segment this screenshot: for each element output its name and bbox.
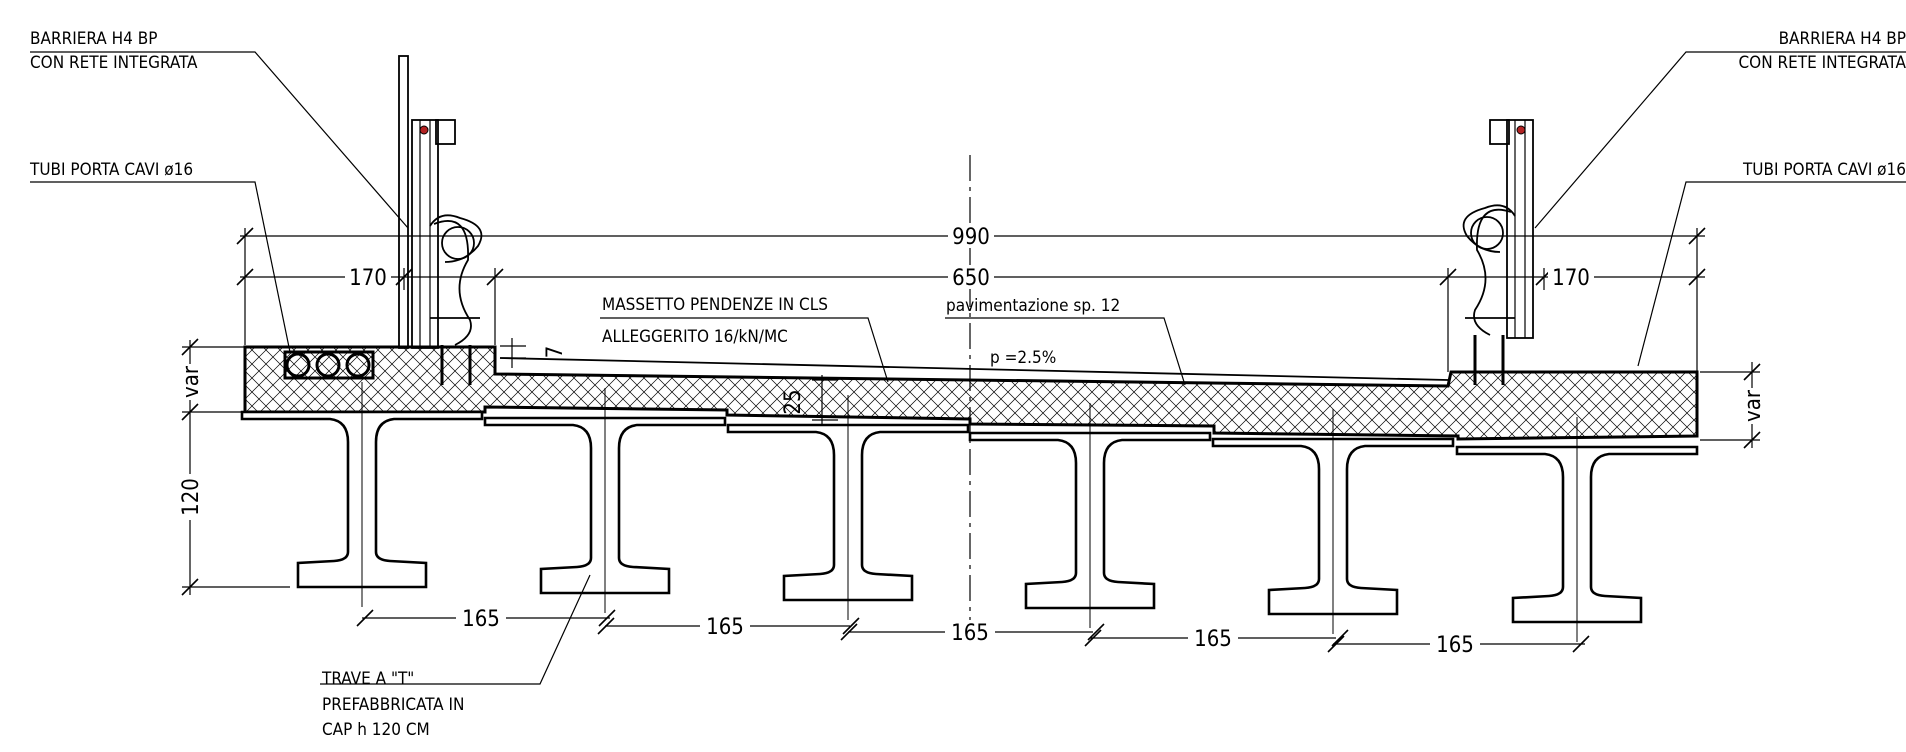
label-barrier-left-1: BARRIERA H4 BP — [30, 29, 157, 49]
dim-curb-left: 170 — [349, 266, 387, 291]
dim-spacing-5: 165 — [1436, 633, 1474, 658]
leader-lines — [30, 51, 1906, 685]
dim-slab-right: var — [1741, 389, 1766, 422]
label-cable-right: TUBI PORTA CAVI ø16 — [1742, 160, 1906, 180]
label-beam-2: PREFABBRICATA IN — [322, 695, 464, 715]
dim-beam-height: 120 — [179, 478, 204, 516]
label-beam-1: TRAVE A "T" — [321, 669, 414, 689]
barrier-left — [398, 55, 483, 385]
dim-screed-thickness: 25 — [781, 389, 806, 414]
label-barrier-right-1: BARRIERA H4 BP — [1779, 29, 1906, 49]
dim-total-width: 990 — [952, 225, 990, 250]
barrier-right — [1462, 119, 1534, 385]
dim-step: 7 — [543, 346, 568, 359]
label-slope: p =2.5% — [990, 348, 1056, 368]
label-paving: pavimentazione sp. 12 — [946, 296, 1120, 316]
cable-ducts — [283, 350, 375, 380]
dim-curb-right: 170 — [1552, 266, 1590, 291]
dim-spacing-3: 165 — [951, 621, 989, 646]
label-cable-left: TUBI PORTA CAVI ø16 — [29, 160, 193, 180]
dim-spacing-4: 165 — [1194, 627, 1232, 652]
label-barrier-right-2: CON RETE INTEGRATA — [1738, 53, 1906, 73]
label-barrier-left-2: CON RETE INTEGRATA — [30, 53, 198, 73]
label-screed-1: MASSETTO PENDENZE IN CLS — [602, 295, 828, 315]
label-beam-3: CAP h 120 CM — [322, 720, 430, 740]
label-screed-2: ALLEGGERITO 16/kN/MC — [602, 327, 788, 347]
dim-spacing-1: 165 — [462, 607, 500, 632]
dim-spacing-2: 165 — [706, 615, 744, 640]
dim-carriageway: 650 — [952, 266, 990, 291]
paving-line — [499, 357, 1449, 381]
dim-slab-left: var — [179, 365, 204, 398]
precast-t-beams — [240, 382, 1699, 642]
deck-slab — [243, 345, 1699, 441]
